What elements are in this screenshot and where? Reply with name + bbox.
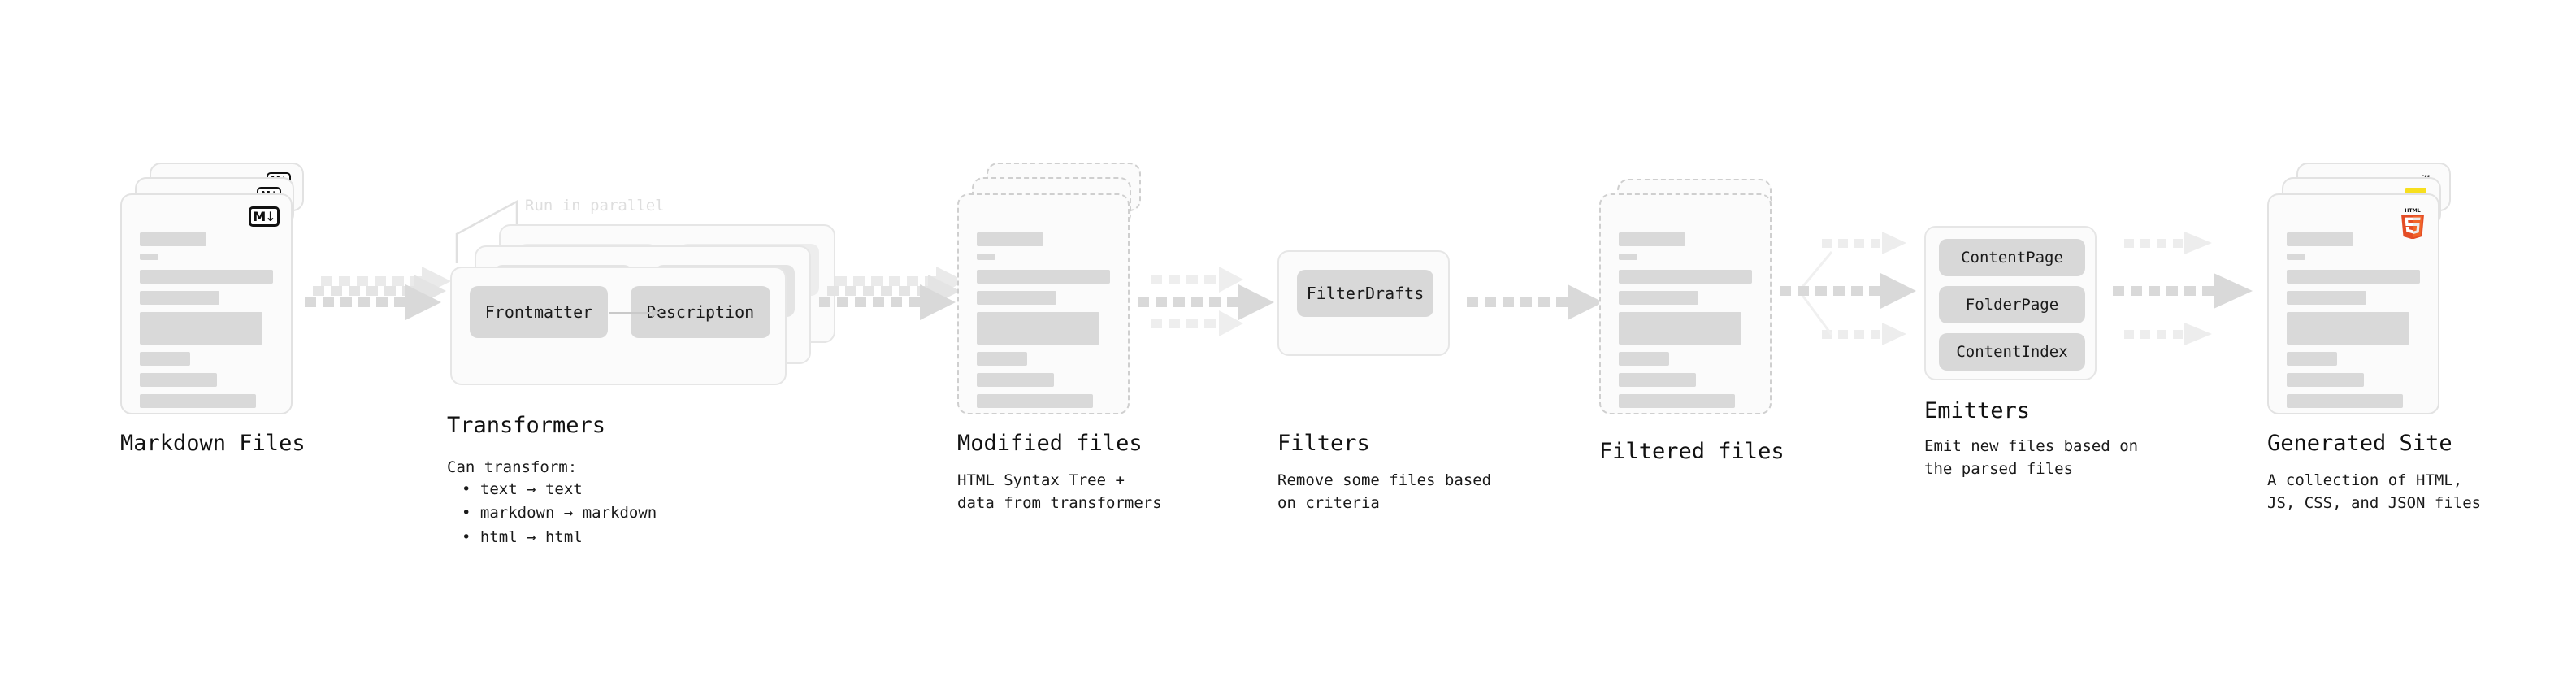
connector-filtered-to-emitters: [1780, 232, 1916, 345]
placeholder-bar: [140, 352, 191, 366]
filters-group: FilterDrafts: [1277, 250, 1450, 356]
stage-title-modified-files: Modified files: [957, 431, 1143, 456]
emitters-caption: Emit new files based on the parsed files: [1924, 437, 2139, 478]
connector-modified-to-filters: [1138, 267, 1274, 336]
connector-md-to-transformers: [305, 267, 451, 320]
placeholder-bar: [1619, 291, 1699, 305]
placeholder-bar: [140, 232, 206, 246]
placeholder-bar: [977, 394, 1093, 408]
markdown-icon-glyph: M↓: [253, 208, 275, 224]
placeholder-bar: [1619, 373, 1697, 387]
run-in-parallel-label: Run in parallel: [525, 197, 665, 215]
emitter-pill-contentpage-label: ContentPage: [1961, 249, 2063, 267]
placeholder-bar: [1619, 270, 1752, 284]
transformers-bullet-list: • text → text • markdown → markdown • ht…: [462, 478, 657, 549]
placeholder-bar: [977, 312, 1099, 345]
placeholder-bar: [977, 352, 1028, 366]
placeholder-bar: [2287, 373, 2365, 387]
placeholder-bar: [2287, 254, 2305, 260]
placeholder-bar: [2287, 312, 2409, 345]
html5-icon: HTML: [2401, 208, 2424, 239]
placeholder-bar: [2287, 291, 2367, 305]
stage-title-filtered-files: Filtered files: [1599, 439, 1785, 464]
stage-title-filters: Filters: [1277, 431, 1370, 456]
placeholder-bar: [2287, 270, 2420, 284]
placeholder-bar: [140, 373, 218, 387]
stage-title-markdown-files: Markdown Files: [120, 431, 306, 456]
placeholder-bar: [140, 270, 273, 284]
placeholder-bar: [2287, 394, 2403, 408]
placeholder-bar: [977, 254, 995, 260]
transformers-bullet-item: • html → html: [462, 527, 583, 546]
stage-title-generated-site: Generated Site: [2267, 431, 2452, 456]
filter-pill-filterdrafts[interactable]: FilterDrafts: [1297, 270, 1433, 317]
modified-files-caption: HTML Syntax Tree + data from transformer…: [957, 471, 1162, 512]
placeholder-bar: [2287, 352, 2338, 366]
file-placeholder-bars: [140, 232, 273, 415]
connector-emitters-to-site: [2113, 232, 2253, 345]
transformers-bullet-item: • markdown → markdown: [462, 504, 657, 523]
placeholder-bar: [140, 254, 158, 260]
transformers-caption-heading: Can transform:: [447, 458, 578, 476]
filters-caption: Remove some files based on criteria: [1277, 471, 1492, 512]
file-placeholder-bars: [977, 232, 1110, 415]
placeholder-bar: [1619, 352, 1670, 366]
emitter-pill-contentpage[interactable]: ContentPage: [1939, 239, 2085, 276]
generated-site-caption: A collection of HTML, JS, CSS, and JSON …: [2267, 471, 2482, 512]
placeholder-bar: [1619, 394, 1735, 408]
placeholder-bar: [1619, 232, 1685, 246]
connector-transformers-to-modified: [819, 267, 965, 320]
connector-filters-to-filtered: [1467, 284, 1603, 320]
placeholder-bar: [1619, 254, 1637, 260]
emitter-pill-contentindex[interactable]: ContentIndex: [1939, 333, 2085, 371]
emitters-group: ContentPage FolderPage ContentIndex: [1924, 226, 2097, 380]
placeholder-bar: [1619, 312, 1741, 345]
placeholder-bar: [977, 270, 1110, 284]
markdown-file-card-front: M↓: [120, 193, 293, 414]
stage-title-transformers: Transformers: [447, 413, 606, 438]
placeholder-bar: [977, 373, 1055, 387]
filtered-file-card-front: [1599, 193, 1772, 414]
emitter-pill-folderpage[interactable]: FolderPage: [1939, 286, 2085, 323]
run-in-parallel-bracket: [455, 199, 518, 263]
transformers-bullet-item: • text → text: [462, 480, 583, 498]
svg-text:HTML: HTML: [2405, 208, 2421, 214]
emitter-pill-folderpage-label: FolderPage: [1965, 296, 2059, 314]
placeholder-bar: [977, 291, 1057, 305]
placeholder-bar: [140, 394, 256, 408]
transformer-group-front: Frontmatter Description: [450, 267, 787, 385]
stage-title-emitters: Emitters: [1924, 398, 2031, 423]
transformer-arrow: [609, 309, 661, 317]
emitter-pill-contentindex-label: ContentIndex: [1956, 343, 2068, 361]
placeholder-bar: [140, 312, 262, 345]
placeholder-bar: [140, 291, 220, 305]
file-placeholder-bars: [1619, 232, 1752, 415]
filter-pill-filterdrafts-label: FilterDrafts: [1306, 284, 1425, 303]
transformer-pill-description-label: Description: [646, 302, 755, 322]
placeholder-bar: [2287, 232, 2353, 246]
placeholder-bar: [977, 232, 1043, 246]
generated-file-card-html: HTML: [2267, 193, 2439, 414]
transformer-pill-frontmatter[interactable]: Frontmatter: [470, 286, 608, 338]
markdown-icon: M↓: [249, 206, 280, 227]
transformer-pill-frontmatter-label: Frontmatter: [484, 302, 593, 322]
file-placeholder-bars: [2287, 232, 2420, 415]
modified-file-card-front: [957, 193, 1130, 414]
